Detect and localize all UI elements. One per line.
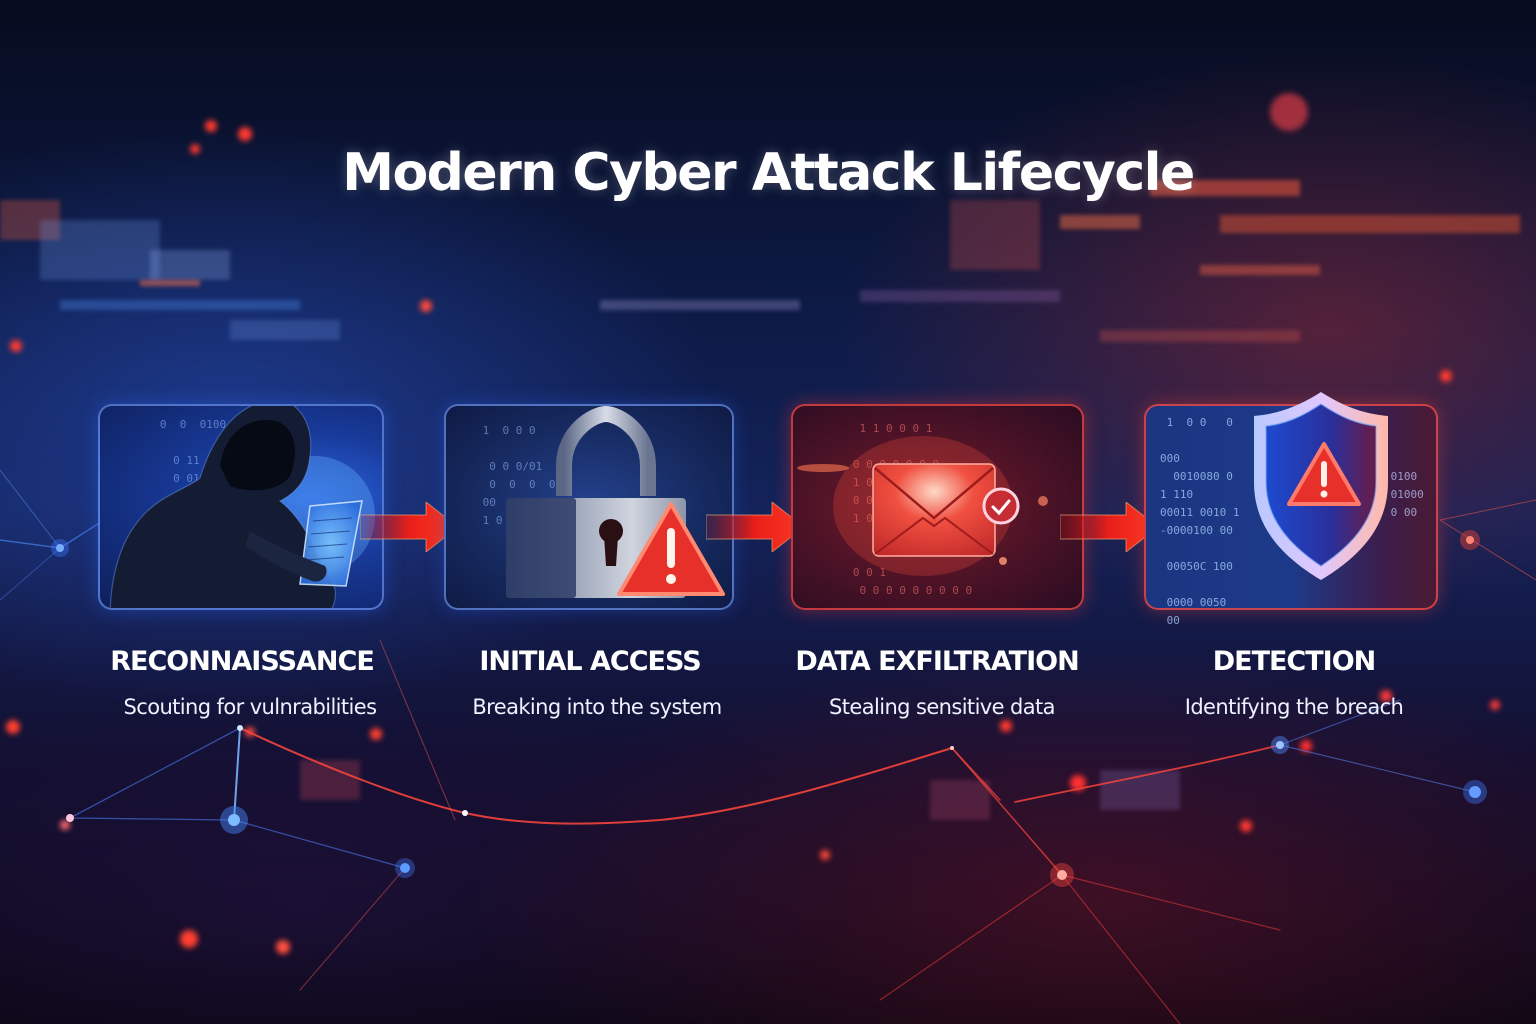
arrow-right-icon [1060, 502, 1159, 552]
binary-text: 1 0 0 0 000 0010080 0 1 110 00011 0010 1… [1160, 416, 1240, 627]
stage-description-detection: Identifying the breach [1184, 695, 1404, 719]
stage-description-data-exfiltration: Stealing sensitive data [829, 695, 1055, 719]
stage-title-reconnaissance: RECONNAISSANCE [110, 646, 375, 677]
stage-card-detection: 1 0 0 0 000 0010080 0 1 110 00011 0010 1… [1144, 392, 1438, 627]
arrow-right-icon [706, 502, 805, 552]
envelope-check-icon [797, 436, 1048, 576]
stage-title-initial-access: INITIAL ACCESS [479, 646, 701, 677]
arrow-right-icon [360, 502, 459, 552]
hooded-hacker-icon [109, 406, 375, 608]
stage-title-detection: DETECTION [1212, 646, 1377, 677]
padlock-warning-icon [506, 406, 725, 598]
stage-description-initial-access: Breaking into the system [472, 695, 722, 719]
binary-text: 0100 01000 0 00 [1390, 470, 1424, 519]
stage-description-reconnaissance: Scouting for vulnrabilities [123, 695, 378, 719]
shield-warning-icon [1254, 392, 1388, 580]
stage-card-reconnaissance: 0 0 0100 0 11 11 0 01 11 11 [98, 404, 384, 610]
stage-card-data-exfiltration: 1 1 0 0 0 1 0 0 0 0 0 0 0 1 0 0 0 0 0 0 … [791, 404, 1084, 610]
stage-title-data-exfiltration: DATA EXFILTRATION [795, 646, 1079, 677]
page-title: Modern Cyber Attack Lifecycle [342, 142, 1195, 203]
stage-card-initial-access: 1 0 0 0 0 0 0/01 0 0 0 0 00 0 0/ 01. 1 0… [444, 404, 734, 610]
